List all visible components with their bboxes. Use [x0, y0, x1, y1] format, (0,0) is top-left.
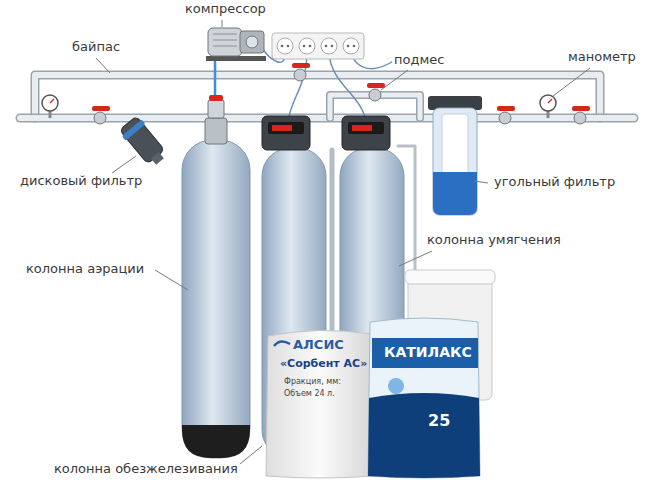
- media-bags: [266, 318, 480, 478]
- brand-name: КАТИЛАКС: [384, 344, 472, 360]
- callout-label: колонна аэрации: [24, 262, 146, 277]
- brand-name: АЛСИС: [293, 338, 344, 353]
- valves: [92, 63, 590, 124]
- pipework: [20, 75, 634, 330]
- callout-label: подмес: [392, 53, 446, 68]
- callout-label: манометр: [566, 50, 638, 65]
- pressure-gauges: [42, 95, 556, 118]
- disc-filter: [118, 115, 170, 170]
- leader-lines: [96, 20, 590, 464]
- socket-panel: [272, 33, 364, 59]
- callout-label: дисковый фильтр: [18, 174, 144, 189]
- callout-label: компрессор: [183, 2, 268, 17]
- bag-note: Объем 24 л.: [284, 389, 335, 398]
- callout-label: угольный фильтр: [492, 175, 617, 190]
- carbon-filter: [428, 96, 482, 215]
- callout-label: байпас: [70, 40, 122, 55]
- product-name: «Сорбент АС»: [280, 358, 367, 371]
- compressor: [206, 28, 266, 104]
- bag-note: Фракция, мм:: [284, 377, 341, 386]
- callout-label: колонна обезжелезивания: [52, 462, 240, 477]
- bag-weight: 25: [428, 412, 450, 430]
- callout-label: колонна умягчения: [425, 233, 563, 248]
